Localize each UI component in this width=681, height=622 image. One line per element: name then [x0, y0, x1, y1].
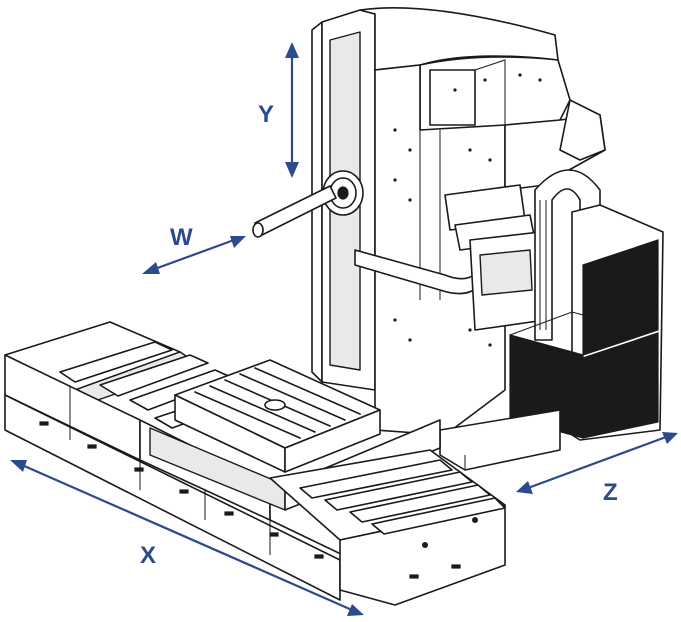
- w-axis-label: W: [170, 224, 193, 251]
- spindle-head: [252, 170, 364, 238]
- y-axis-label: Y: [258, 101, 274, 128]
- z-axis-label: Z: [603, 479, 618, 506]
- guard-panels: [509, 204, 664, 441]
- w-axis-arrow: [142, 236, 246, 274]
- machine-column: [311, 7, 606, 436]
- x-bed: [4, 321, 396, 601]
- y-axis-arrow: [285, 42, 299, 178]
- z-axis-arrow: [516, 432, 678, 494]
- x-axis-label: X: [140, 542, 156, 569]
- x-axis-arrow: [10, 460, 364, 616]
- z-bed: [439, 409, 561, 471]
- front-bed-extension: [269, 449, 506, 606]
